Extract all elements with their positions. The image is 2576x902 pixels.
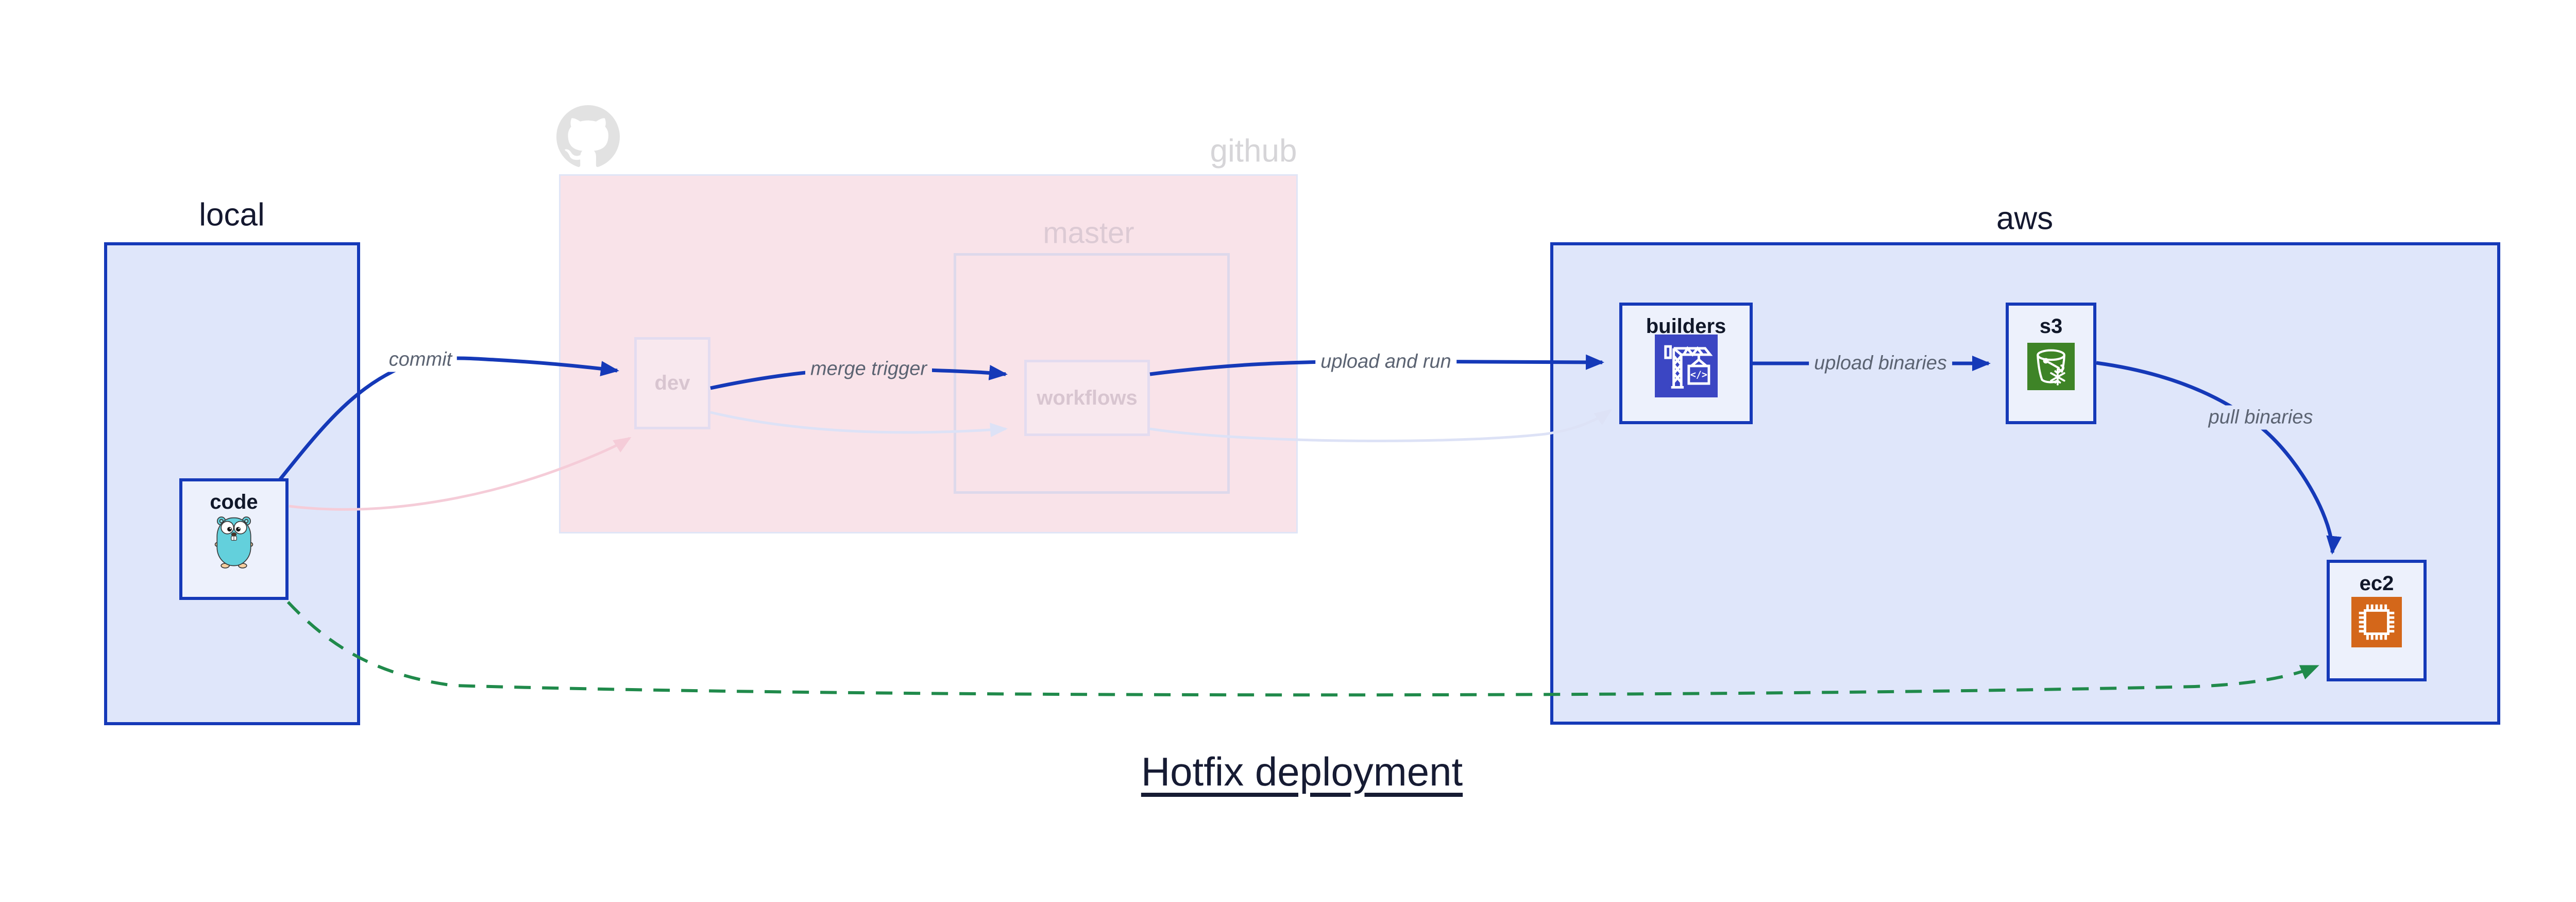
aws-region-label: aws bbox=[1996, 201, 2054, 237]
edge-label-upload-binaries: upload binaries bbox=[1809, 351, 1952, 376]
node-builders-label: builders bbox=[1646, 315, 1726, 338]
node-builders: builders </> bbox=[1619, 303, 1753, 424]
edge-commit bbox=[278, 356, 619, 482]
edge-hotfix-dashed bbox=[286, 600, 2319, 697]
github-region-label: github bbox=[1210, 133, 1297, 169]
node-s3-label: s3 bbox=[2039, 315, 2063, 338]
edge-label-merge-trigger: merge trigger bbox=[805, 357, 932, 381]
edge-workflows-to-builders-faded bbox=[1149, 409, 1613, 442]
svg-text:</>: </> bbox=[1690, 370, 1707, 380]
node-code-label: code bbox=[210, 491, 258, 513]
master-branch-label: master bbox=[1043, 216, 1134, 250]
edge-code-to-dev-faded bbox=[289, 437, 632, 511]
edge-label-commit: commit bbox=[383, 347, 457, 372]
node-workflows-label: workflows bbox=[1037, 386, 1138, 409]
master-branch-container bbox=[954, 253, 1230, 494]
cpu-chip-icon bbox=[2351, 597, 2402, 647]
node-ec2-label: ec2 bbox=[2359, 572, 2394, 595]
node-code: code bbox=[179, 478, 289, 600]
edge-label-upload-and-run: upload and run bbox=[1315, 349, 1456, 374]
node-dev-label: dev bbox=[654, 372, 690, 394]
diagram-title: Hotfix deployment bbox=[0, 748, 2576, 795]
edge-dev-to-workflows-faded bbox=[710, 411, 1008, 438]
build-crane-icon: </> bbox=[1654, 335, 1718, 397]
go-gopher-icon bbox=[214, 516, 253, 569]
diagram-title-text: Hotfix deployment bbox=[1141, 749, 1463, 794]
s3-bucket-icon bbox=[2027, 343, 2075, 390]
node-workflows: workflows bbox=[1024, 360, 1150, 436]
local-region-label: local bbox=[199, 197, 265, 233]
node-ec2: ec2 bbox=[2327, 560, 2427, 681]
node-dev: dev bbox=[634, 337, 710, 429]
node-s3: s3 bbox=[2006, 303, 2096, 424]
github-octocat-icon bbox=[556, 105, 620, 167]
edge-pull-binaries bbox=[2096, 361, 2342, 555]
edge-label-pull-binaries: pull binaries bbox=[2203, 405, 2318, 430]
